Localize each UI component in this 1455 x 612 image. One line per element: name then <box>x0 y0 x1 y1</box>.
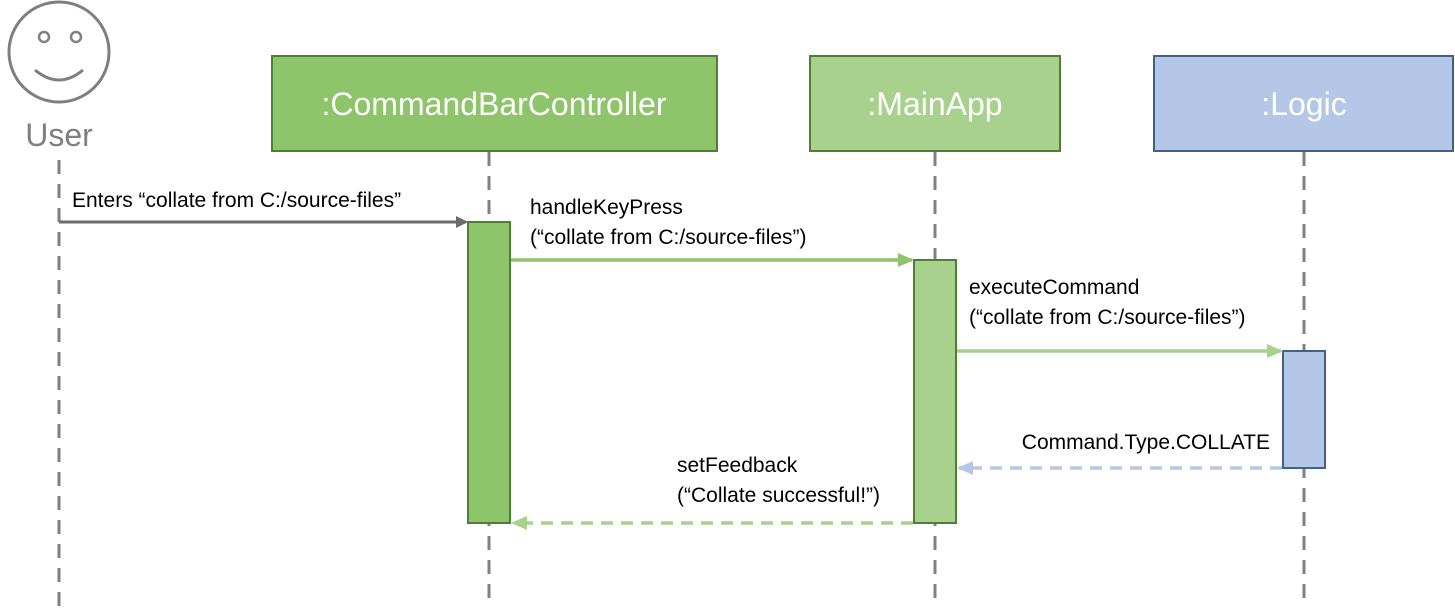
message-setfeedback: setFeedback (“Collate successful!”) <box>511 454 913 530</box>
message-label: handleKeyPress <box>530 196 683 219</box>
message-label: Command.Type.COLLATE <box>1022 431 1270 454</box>
message-enters: Enters “collate from C:/source-files” <box>59 189 468 228</box>
activation-logic <box>1282 350 1326 469</box>
message-label-args: (“Collate successful!”) <box>677 484 880 507</box>
message-label: executeCommand <box>969 276 1139 299</box>
participant-logic: :Logic <box>1153 55 1454 152</box>
message-executecommand: executeCommand (“collate from C:/source-… <box>957 276 1283 358</box>
message-label: Enters “collate from C:/source-files” <box>72 189 401 212</box>
participant-label: :MainApp <box>867 86 1002 122</box>
activation-mainapp <box>913 259 957 524</box>
message-handlekeypress: handleKeyPress (“collate from C:/source-… <box>511 196 914 267</box>
participant-mainapp: :MainApp <box>809 55 1061 152</box>
message-label-args: (“collate from C:/source-files”) <box>530 226 807 249</box>
message-return-command-type: Command.Type.COLLATE <box>957 431 1282 475</box>
actor-label: User <box>25 117 93 153</box>
user-actor: User <box>7 0 111 153</box>
message-label: setFeedback <box>677 454 798 477</box>
activation-commandbarcontroller <box>467 221 511 524</box>
participant-label: :CommandBarController <box>321 86 666 122</box>
participant-commandbarcontroller: :CommandBarController <box>271 55 718 152</box>
participant-label: :Logic <box>1261 86 1346 122</box>
smiley-face-icon <box>7 0 111 104</box>
message-label-args: (“collate from C:/source-files”) <box>969 306 1246 329</box>
